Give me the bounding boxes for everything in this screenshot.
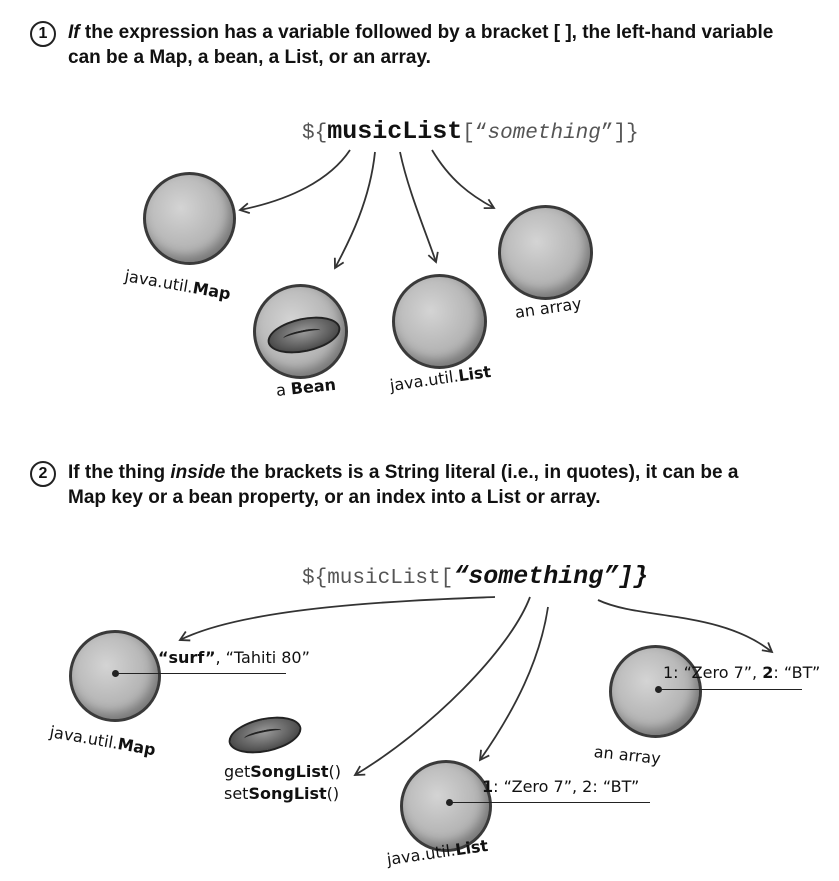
- arrow-to-map-1: [238, 149, 351, 214]
- expr1-variable: musicList: [327, 117, 463, 146]
- bean-getter: getSongList(): [224, 762, 341, 781]
- map-entry-line: [116, 673, 286, 674]
- list-ball-1: [392, 274, 487, 369]
- array-entry-line: [659, 689, 802, 690]
- map-entry: “surf”, “Tahiti 80”: [158, 648, 310, 667]
- step-2-text: If the thing inside the brackets is a St…: [68, 462, 739, 508]
- step-2: 2 If the thing inside the brackets is a …: [30, 460, 810, 510]
- array-ball-1: [498, 205, 593, 300]
- bean-setter: setSongList(): [224, 784, 340, 803]
- expression-2: ${musicList[“something”]}: [302, 562, 649, 591]
- step-number-2: 2: [30, 461, 56, 487]
- arrow-to-bean-2: [353, 596, 531, 776]
- array-dot: [655, 686, 662, 693]
- arrow-to-map-2: [178, 596, 496, 642]
- arrow-to-list-1: [399, 151, 439, 264]
- list-dot: [446, 799, 453, 806]
- list-entry: 1: “Zero 7”, 2: “BT”: [482, 777, 640, 796]
- step-1: 1 If the expression has a variable follo…: [30, 20, 810, 70]
- step-1-text: If the expression has a variable followe…: [68, 22, 774, 68]
- array-entry: 1: “Zero 7”, 2: “BT”: [663, 663, 821, 682]
- expression-1: ${musicList[“something”]}: [302, 117, 639, 146]
- arrow-to-bean-1: [333, 151, 376, 270]
- arrow-to-array-2: [597, 599, 774, 654]
- expr2-string: something: [468, 562, 604, 591]
- list-ball-2: [400, 760, 492, 852]
- arrow-to-list-2: [478, 606, 549, 762]
- list-entry-line: [450, 802, 650, 803]
- map-dot: [112, 670, 119, 677]
- map-ball-1: [143, 172, 236, 265]
- arrow-to-array-1: [431, 149, 496, 210]
- step-number-1: 1: [30, 21, 56, 47]
